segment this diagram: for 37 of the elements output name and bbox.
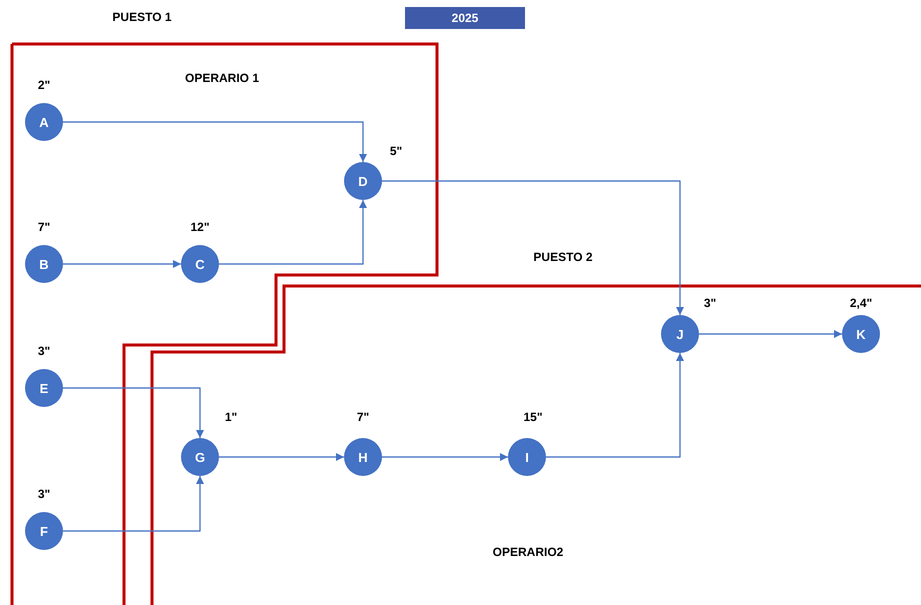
duration-label: 7" [356, 410, 370, 424]
activity-node: K [842, 315, 880, 353]
arrow [63, 121, 367, 162]
activity-node: H [344, 438, 382, 476]
arrow [382, 180, 684, 315]
year-banner: 2025 [405, 7, 525, 29]
activity-node: I [508, 438, 546, 476]
duration-label: 15" [523, 410, 543, 424]
activity-node: D [344, 162, 382, 200]
arrow [63, 387, 204, 438]
duration-label: 2" [38, 78, 50, 92]
station-label: PUESTO 1 [112, 10, 172, 24]
arrow [699, 330, 842, 338]
operator-label: OPERARIO2 [492, 545, 564, 559]
activity-node: J [661, 315, 699, 353]
activity-node: G [181, 438, 219, 476]
duration-label: 3" [704, 296, 716, 310]
duration-label: 3" [38, 344, 50, 358]
duration-label: 3" [38, 487, 50, 501]
arrow [219, 200, 367, 265]
activity-node: A [25, 103, 63, 141]
duration-label: 5" [390, 144, 402, 158]
arrow [63, 260, 181, 268]
arrow [382, 453, 508, 461]
activity-node: F [25, 512, 63, 550]
station-label: PUESTO 2 [533, 250, 593, 264]
arrow [63, 476, 204, 532]
duration-label: 1" [224, 410, 238, 424]
duration-label: 2,4" [850, 296, 872, 310]
arrow [219, 453, 344, 461]
activity-node: C [181, 245, 219, 283]
arrow [546, 353, 684, 458]
activity-node: B [25, 245, 63, 283]
operator-label: OPERARIO 1 [185, 71, 259, 85]
activity-node: E [25, 369, 63, 407]
duration-label: 7" [38, 220, 50, 234]
duration-label: 12" [190, 220, 210, 234]
